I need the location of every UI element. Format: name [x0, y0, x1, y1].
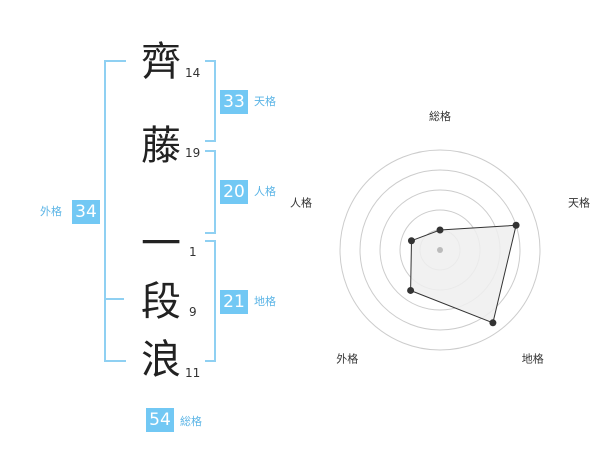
tenkaku-label: 天格 — [254, 95, 276, 108]
jinkaku-bracket — [205, 150, 216, 234]
chikaku-bracket — [205, 240, 216, 362]
radar-axis-label-4: 外格 — [336, 352, 358, 366]
radar-point-3 — [489, 319, 497, 327]
name-char-5: 浪 — [141, 337, 181, 383]
radar-axis-label-2: 天格 — [568, 195, 590, 209]
stroke-count-3: 1 — [189, 245, 197, 259]
soukaku-label: 総格 — [180, 415, 202, 428]
radar-point-4 — [407, 286, 415, 294]
jinkaku-value: 20 — [220, 180, 248, 204]
stroke-count-5: 11 — [185, 366, 201, 380]
radar-axis-label-3: 地格 — [522, 352, 544, 366]
radar-point-1 — [436, 226, 444, 234]
gaikaku-value: 34 — [72, 200, 100, 224]
radar-ring-4 — [359, 169, 521, 331]
chikaku-label: 地格 — [254, 295, 276, 308]
stroke-count-1: 14 — [185, 66, 201, 80]
gaikaku-bracket-tick — [104, 298, 124, 300]
chikaku-value: 21 — [220, 290, 248, 314]
name-char-4: 段 — [141, 279, 181, 325]
radar-axis-label-1: 総格 — [429, 109, 451, 123]
stroke-count-4: 9 — [189, 305, 197, 319]
gaikaku-bracket — [104, 60, 126, 362]
name-char-3: 一 — [141, 221, 181, 267]
tenkaku-bracket — [205, 60, 216, 142]
radar-polygon — [410, 224, 517, 324]
radar-axis-label-5: 人格 — [290, 195, 312, 209]
jinkaku-label: 人格 — [254, 185, 276, 198]
stroke-count-2: 19 — [185, 146, 201, 160]
radar-point-5 — [407, 237, 415, 245]
name-char-1: 齊 — [141, 39, 181, 85]
tenkaku-value: 33 — [220, 90, 248, 114]
gaikaku-label: 外格 — [40, 205, 62, 218]
radar-center — [437, 247, 443, 253]
radar-ring-5 — [339, 149, 541, 351]
radar-point-2 — [512, 221, 520, 229]
name-char-2: 藤 — [141, 123, 181, 169]
soukaku-value: 54 — [146, 408, 174, 432]
